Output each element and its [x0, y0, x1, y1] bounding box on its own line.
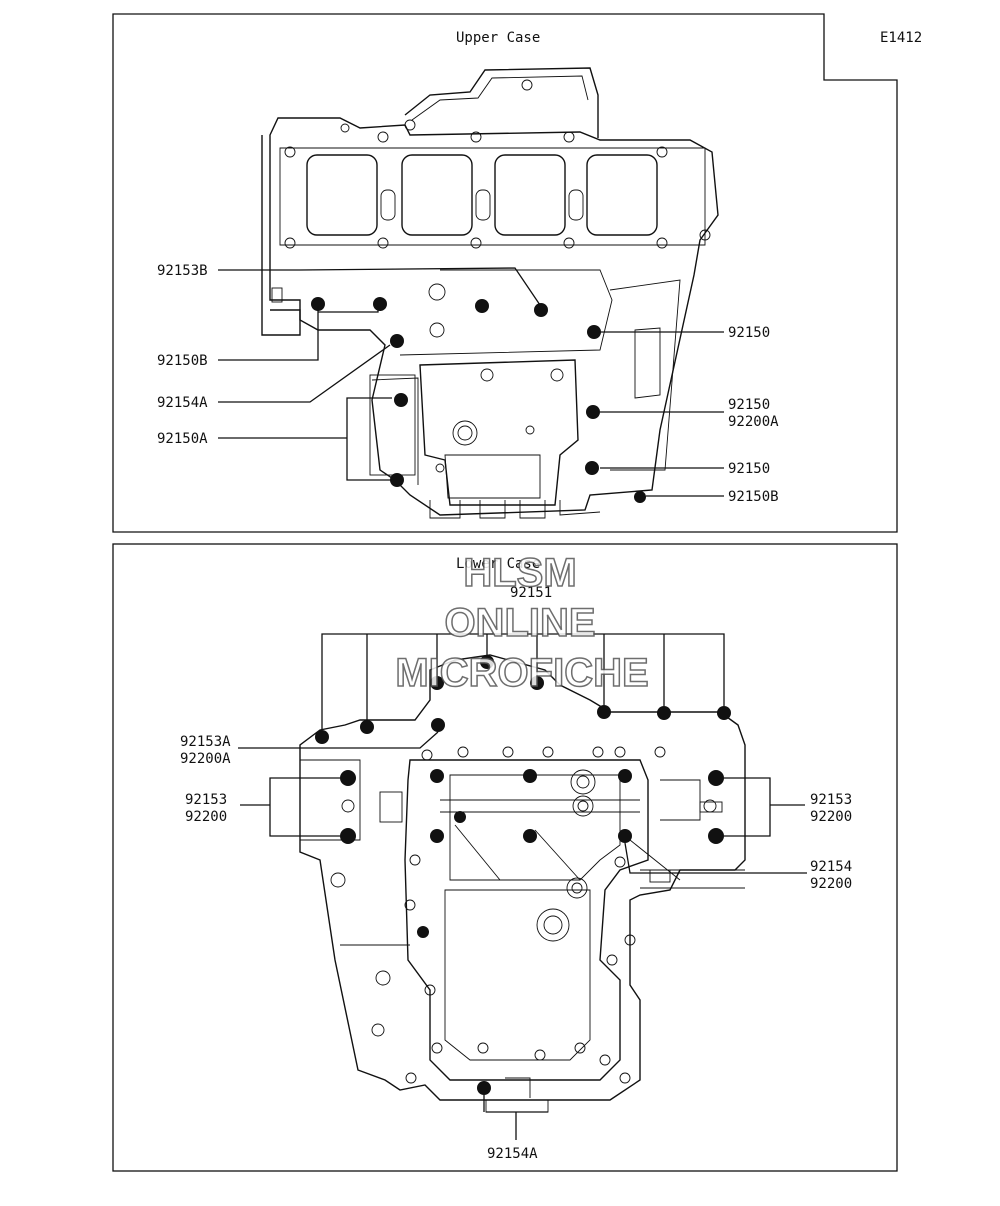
label-92151: 92151	[510, 585, 552, 601]
label-92153B: 92153B	[157, 263, 208, 279]
lower-bolts	[315, 655, 731, 1095]
label-92200A-b: 92200A	[728, 414, 779, 430]
lower-crankcase-drawing	[299, 654, 746, 1113]
label-92153A: 92153A	[180, 734, 231, 750]
label-92150-a: 92150	[728, 325, 770, 341]
label-92154: 92154	[810, 859, 852, 875]
upper-bolts	[311, 297, 646, 503]
label-92153-right: 92153	[810, 792, 852, 808]
label-92150A: 92150A	[157, 431, 208, 447]
watermark: HLSM ONLINE MICROFICHE	[395, 550, 650, 696]
label-92150-b: 92150	[728, 397, 770, 413]
diagram-code: E1412	[880, 30, 922, 46]
label-92200-right: 92200	[810, 809, 852, 825]
lower-case-title: Lower Case	[456, 556, 540, 572]
label-92200-left: 92200	[185, 809, 227, 825]
label-92150B-left: 92150B	[157, 353, 208, 369]
upper-case-panel: Upper Case	[112, 13, 898, 533]
label-92200A: 92200A	[180, 751, 231, 767]
upper-leader-lines	[218, 267, 724, 497]
label-92154A-bottom: 92154A	[487, 1146, 538, 1162]
label-92150B-right: 92150B	[728, 489, 779, 505]
lower-leader-lines	[238, 633, 807, 1140]
watermark-line-2: ONLINE	[444, 601, 595, 645]
label-92153-left: 92153	[185, 792, 227, 808]
upper-panel-border	[112, 13, 898, 533]
watermark-line-1: HLSM	[463, 551, 576, 595]
lower-panel-border	[112, 543, 898, 1172]
label-92154A: 92154A	[157, 395, 208, 411]
watermark-line-3: MICROFICHE	[395, 651, 648, 695]
label-92150-c: 92150	[728, 461, 770, 477]
label-92200-right2: 92200	[810, 876, 852, 892]
upper-case-title: Upper Case	[456, 30, 540, 46]
upper-crankcase-drawing	[261, 67, 719, 519]
lower-case-panel: Lower Case 92151	[112, 543, 898, 1172]
